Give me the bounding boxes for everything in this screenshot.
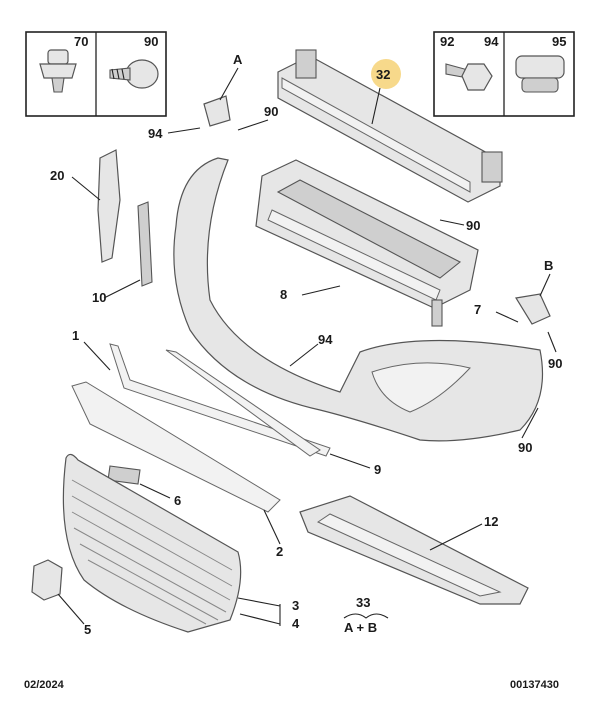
part-A-bracket — [203, 67, 239, 127]
callout-7: 1 — [72, 328, 79, 343]
bolt-nut-icon — [445, 63, 493, 91]
part-6-badge — [107, 465, 141, 485]
callout-12: 12 — [484, 514, 498, 529]
callout-1: 94 — [318, 332, 333, 347]
part-3-4-grille — [62, 453, 242, 633]
callout-32: 32 — [376, 67, 390, 82]
part-1-bumper-cover — [173, 157, 544, 442]
inset-label-92: 92 — [440, 34, 454, 49]
part-5-emblem — [31, 559, 63, 601]
callout-B: B — [544, 258, 553, 273]
part-9-lower-trim — [165, 349, 321, 457]
callout-9: 9 — [374, 462, 381, 477]
screw-icon — [109, 59, 159, 89]
part-32-reinforcement-beam — [277, 49, 503, 203]
callout-6: 6 — [174, 493, 181, 508]
callout-32-highlight — [371, 59, 401, 89]
callout-5: 5 — [84, 622, 91, 637]
callout-8: 10 — [92, 290, 106, 305]
inset-label-70: 70 — [74, 34, 88, 49]
callout-90-right: 90 — [548, 356, 562, 371]
kit-brace — [343, 613, 389, 619]
part-B-bracket — [515, 273, 551, 325]
part-2-grille-surround — [71, 381, 281, 513]
part-20-side-strip — [97, 149, 121, 263]
part-8-thin-strip — [137, 201, 153, 287]
callout-3: 3 — [292, 598, 299, 613]
part-12-undertray — [299, 495, 529, 605]
inset-box-right: 92 94 95 — [433, 31, 575, 117]
callout-A: A — [233, 52, 243, 67]
callout-90-mid: 90 — [466, 218, 480, 233]
inset-label-94: 94 — [484, 34, 499, 49]
kit-formula: A + B — [344, 620, 377, 635]
rubber-grommet-icon — [515, 55, 565, 93]
callout-10: 8 — [280, 287, 287, 302]
callout-94-right: 7 — [474, 302, 481, 317]
footer-code: 00137430 — [510, 679, 559, 691]
footer-date: 02/2024 — [24, 679, 65, 691]
callout-90-top: 90 — [264, 104, 278, 119]
clip-fastener-icon — [39, 49, 77, 93]
inset-label-95: 95 — [552, 34, 566, 49]
callout-20: 20 — [50, 168, 64, 183]
callout-2: 2 — [276, 544, 283, 559]
inset-label-90: 90 — [144, 34, 158, 49]
part-10-support-frame — [255, 159, 479, 327]
callout-33: 33 — [356, 595, 370, 610]
callout-94-left: 94 — [148, 126, 163, 141]
inset-box-left: 70 90 — [25, 31, 167, 117]
callout-4: 4 — [292, 616, 300, 631]
callout-90-lower: 90 — [518, 440, 532, 455]
